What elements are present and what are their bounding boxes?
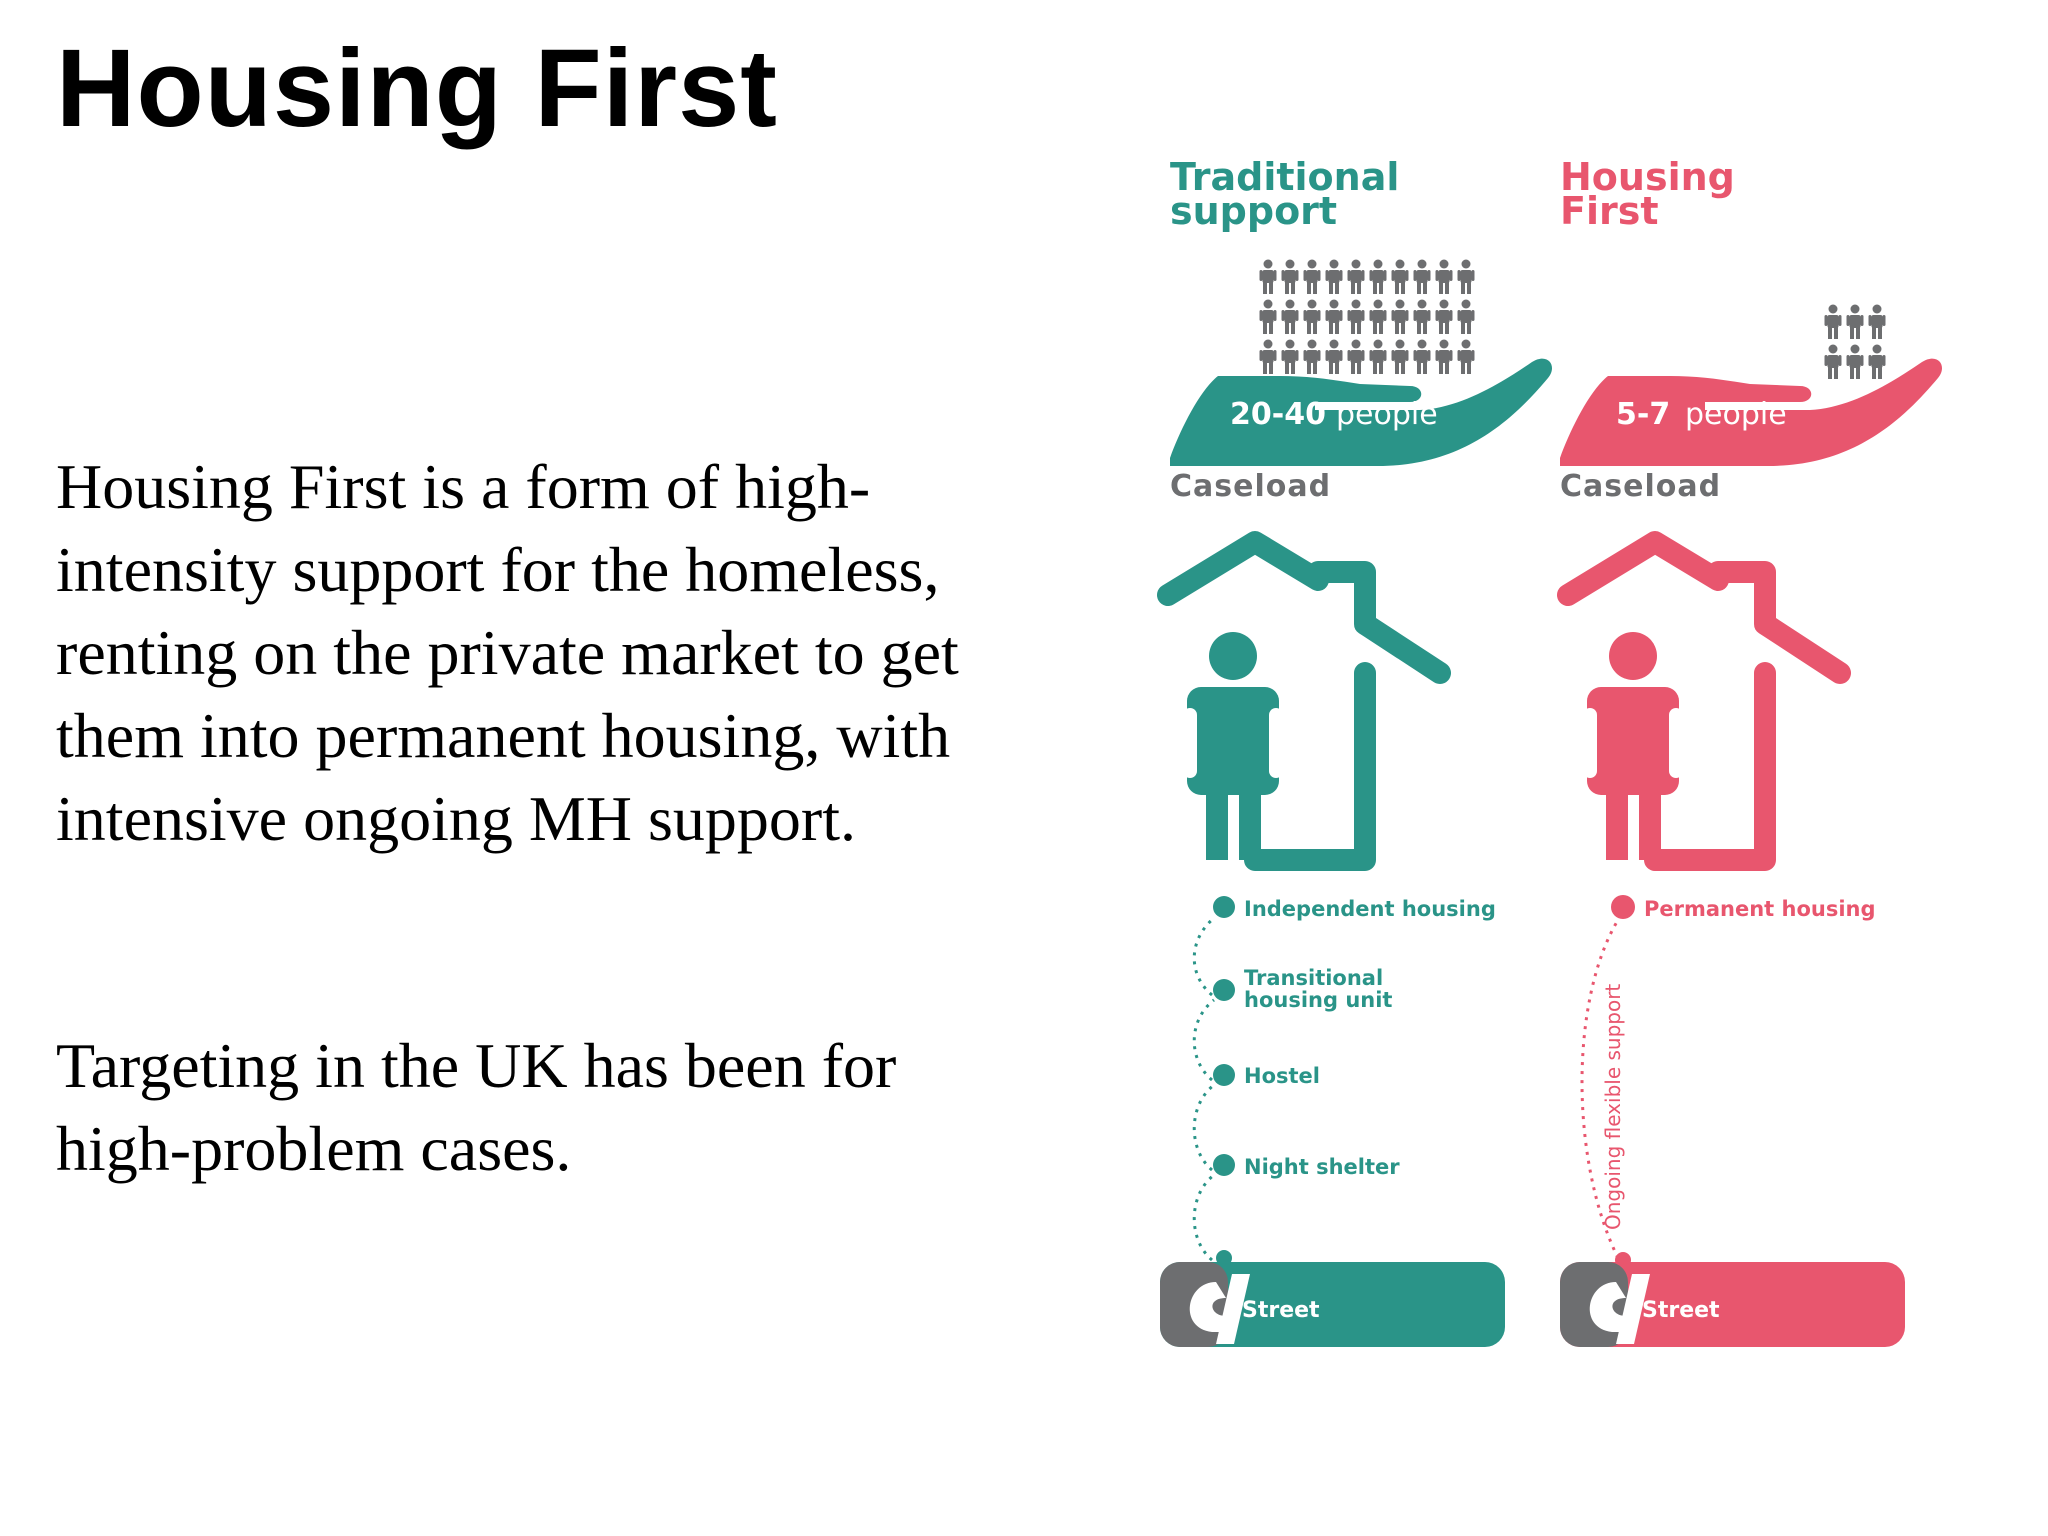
street-bar bbox=[1560, 1262, 1905, 1347]
mini-person-icon bbox=[1369, 259, 1387, 294]
body-paragraph-definition: Housing First is a form of high-intensit… bbox=[56, 451, 959, 854]
mini-person-icon bbox=[1824, 304, 1842, 339]
people-crowd-icon bbox=[1259, 259, 1475, 374]
mini-person-icon bbox=[1435, 259, 1453, 294]
step-independent-housing: Independent housing bbox=[1244, 897, 1496, 921]
housing-first-street-label: Street bbox=[1642, 1298, 1720, 1323]
mini-person-icon bbox=[1347, 259, 1365, 294]
mini-person-icon bbox=[1281, 339, 1299, 374]
mini-person-icon bbox=[1413, 299, 1431, 334]
people-crowd-icon bbox=[1824, 304, 1886, 379]
traditional-caseload-unit: people bbox=[1336, 397, 1438, 432]
mini-person-icon bbox=[1413, 339, 1431, 374]
mini-person-icon bbox=[1369, 339, 1387, 374]
body-paragraph-targeting: Targeting in the UK has been for high-pr… bbox=[56, 1030, 897, 1184]
housing-first-heading-line1: Housing bbox=[1560, 155, 1735, 199]
traditional-heading-line1: Traditional bbox=[1170, 155, 1399, 199]
mini-person-icon bbox=[1457, 299, 1475, 334]
mini-person-icon bbox=[1325, 259, 1343, 294]
mini-person-icon bbox=[1325, 299, 1343, 334]
step-dot bbox=[1611, 895, 1635, 919]
mini-person-icon bbox=[1259, 339, 1277, 374]
mini-person-icon bbox=[1281, 259, 1299, 294]
housing-first-caseload-unit: people bbox=[1685, 397, 1787, 432]
mini-person-icon bbox=[1435, 299, 1453, 334]
housing-first-infographic: Traditional support 20-40 people Caseloa… bbox=[1157, 155, 1943, 1347]
step-dot bbox=[1213, 1154, 1235, 1176]
house-outline-icon bbox=[1557, 531, 1851, 871]
step-transitional-line2: housing unit bbox=[1244, 988, 1392, 1012]
person-icon bbox=[1583, 632, 1683, 860]
mini-person-icon bbox=[1824, 344, 1842, 379]
house-outline-icon bbox=[1157, 531, 1451, 871]
mini-person-icon bbox=[1435, 339, 1453, 374]
mini-person-icon bbox=[1303, 339, 1321, 374]
mini-person-icon bbox=[1325, 339, 1343, 374]
traditional-caseload-label: Caseload bbox=[1170, 469, 1331, 504]
step-transitional-line1: Transitional bbox=[1244, 966, 1383, 990]
traditional-street-label: Street bbox=[1242, 1298, 1320, 1323]
mini-person-icon bbox=[1391, 259, 1409, 294]
housing-first-caseload-label: Caseload bbox=[1560, 469, 1721, 504]
mini-person-icon bbox=[1846, 304, 1864, 339]
mini-person-icon bbox=[1391, 299, 1409, 334]
mini-person-icon bbox=[1369, 299, 1387, 334]
traditional-caseload-range: 20-40 bbox=[1230, 397, 1326, 432]
mini-person-icon bbox=[1303, 299, 1321, 334]
pathway-connector bbox=[1192, 916, 1215, 1262]
step-dot bbox=[1213, 1064, 1235, 1086]
mini-person-icon bbox=[1391, 339, 1409, 374]
mini-person-icon bbox=[1457, 259, 1475, 294]
step-hostel: Hostel bbox=[1244, 1064, 1320, 1088]
housing-first-heading-line2: First bbox=[1560, 189, 1659, 233]
mini-person-icon bbox=[1457, 339, 1475, 374]
hand-icon bbox=[1170, 358, 1553, 466]
step-permanent-housing: Permanent housing bbox=[1644, 897, 1876, 921]
support-connector bbox=[1580, 919, 1620, 1259]
slide-title: Housing First bbox=[56, 27, 778, 150]
mini-person-icon bbox=[1347, 299, 1365, 334]
ongoing-support-label: Ongoing flexible support bbox=[1601, 984, 1625, 1230]
housing-first-caseload-range: 5-7 bbox=[1616, 397, 1670, 432]
mini-person-icon bbox=[1259, 299, 1277, 334]
mini-person-icon bbox=[1303, 259, 1321, 294]
step-night-shelter: Night shelter bbox=[1244, 1155, 1400, 1179]
traditional-heading-line2: support bbox=[1170, 189, 1337, 233]
mini-person-icon bbox=[1413, 259, 1431, 294]
person-icon bbox=[1183, 632, 1283, 860]
mini-person-icon bbox=[1868, 344, 1886, 379]
mini-person-icon bbox=[1281, 299, 1299, 334]
mini-person-icon bbox=[1259, 259, 1277, 294]
mini-person-icon bbox=[1347, 339, 1365, 374]
step-dot bbox=[1213, 896, 1235, 918]
mini-person-icon bbox=[1846, 344, 1864, 379]
hand-icon bbox=[1560, 358, 1943, 466]
mini-person-icon bbox=[1868, 304, 1886, 339]
step-dot bbox=[1213, 979, 1235, 1001]
street-bar bbox=[1160, 1262, 1505, 1347]
